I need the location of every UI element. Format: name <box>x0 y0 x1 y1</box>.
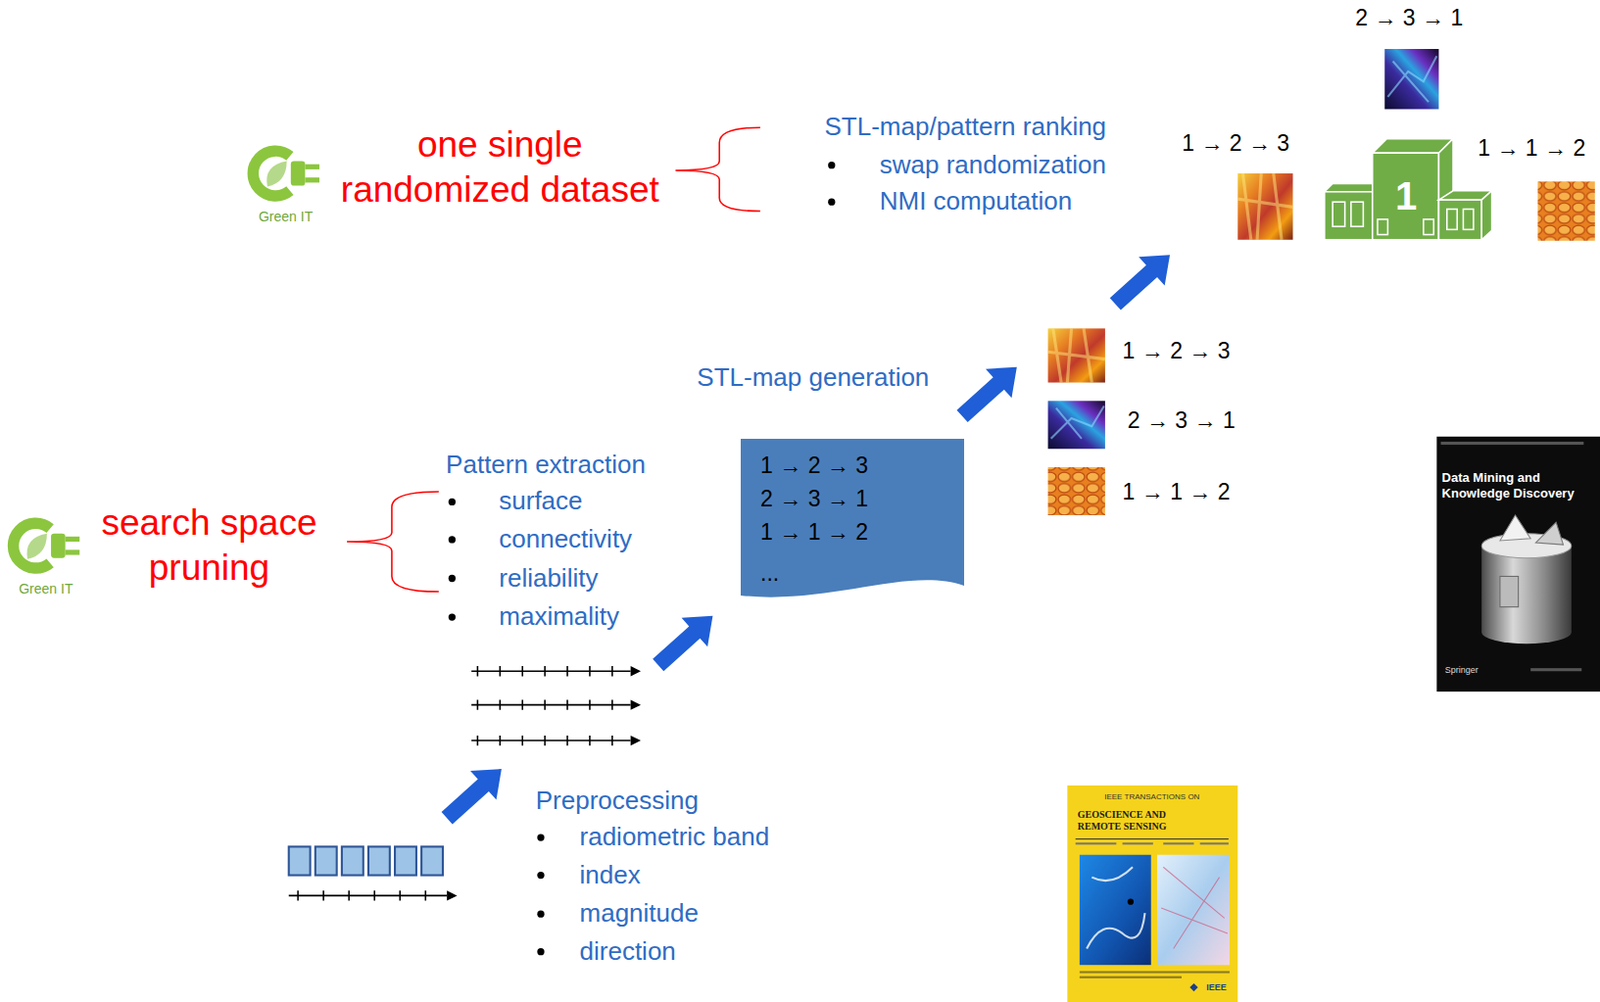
plug-prong <box>304 177 320 183</box>
icon-caption: Green IT <box>258 207 313 225</box>
sequence-label: 1 → 1 → 2 <box>1477 135 1586 163</box>
rank-number: 1 <box>1395 176 1417 216</box>
plug-prong <box>65 536 81 542</box>
plug-prong <box>65 549 81 555</box>
step-item: index <box>580 860 641 891</box>
flow-arrows <box>434 240 1183 832</box>
sequence-text: 1 → 1 → 2 <box>760 515 965 549</box>
step-item: radiometric band <box>580 822 771 853</box>
sequence-label: 1 → 2 → 3 <box>1181 130 1290 158</box>
time-series-axis <box>471 735 641 746</box>
document-outline <box>740 438 965 598</box>
sequence-text: 2 → 3 → 1 <box>760 482 965 516</box>
pattern-thumbnail <box>1237 173 1293 241</box>
step-title: STL-map/pattern ranking <box>824 112 1107 144</box>
flow-arrow <box>1102 240 1183 319</box>
flow-arrow <box>644 601 726 680</box>
bullet-dot <box>827 198 835 206</box>
publisher-name: Springer <box>1445 665 1479 677</box>
green-it-icon <box>252 150 320 196</box>
plug-prong <box>304 164 320 170</box>
pattern-thumbnail <box>1048 400 1106 449</box>
green-it-note: one single randomized dataset <box>331 122 670 214</box>
sequence-text: 1 → 2 → 3 <box>760 448 965 483</box>
curly-brace <box>346 491 439 592</box>
pattern-thumbnail <box>1048 328 1106 383</box>
step-item: maximality <box>498 601 620 632</box>
sequence-label: 2 → 3 → 1 <box>1355 4 1463 33</box>
time-series-axis <box>471 666 641 677</box>
plug-body <box>290 161 306 187</box>
journal-title: Data Mining and Knowledge Discovery <box>1442 469 1590 502</box>
time-series-axes <box>289 666 641 902</box>
step-title: Preprocessing <box>535 785 699 817</box>
step-item: magnitude <box>580 899 699 930</box>
icon-caption: Green IT <box>18 581 73 598</box>
time-series-samples <box>289 846 443 875</box>
bullet-dot <box>448 613 456 621</box>
plug-body <box>50 533 66 559</box>
pattern-thumbnail <box>1384 48 1439 109</box>
time-series-sample <box>341 846 364 875</box>
step-title: Pattern extraction <box>445 449 646 481</box>
journal-cover <box>1066 785 1238 1002</box>
green-it-icon <box>13 523 81 569</box>
bullet-dot <box>448 535 456 543</box>
journal-cover <box>1436 436 1600 692</box>
time-series-axis <box>289 890 458 901</box>
time-series-sample <box>368 846 390 875</box>
step-item: surface <box>498 486 582 518</box>
sequence-label: 1 → 1 → 2 <box>1122 479 1231 507</box>
step-item: connectivity <box>498 524 632 555</box>
podium <box>1324 139 1493 241</box>
step-item: NMI computation <box>879 187 1073 218</box>
step-title: STL-map generation <box>696 363 929 394</box>
bullet-dot <box>536 948 544 956</box>
leaf <box>27 533 48 560</box>
time-series-sample <box>289 846 311 875</box>
flow-arrow <box>434 754 515 833</box>
sequence-label: 1 → 2 → 3 <box>1122 339 1231 367</box>
step-item: swap randomization <box>879 149 1107 181</box>
time-series-sample <box>315 846 338 875</box>
bullet-dot <box>536 833 544 841</box>
time-series-sample <box>421 846 443 875</box>
time-series-sample <box>394 846 417 875</box>
green-it-ring <box>13 523 51 569</box>
bullet-dot <box>448 575 456 582</box>
publisher-name: IEEE <box>1206 982 1227 994</box>
bullet-dot <box>827 161 835 169</box>
step-item: direction <box>580 936 677 968</box>
curly-brace <box>675 127 760 211</box>
step-item: reliability <box>498 563 598 594</box>
bullet-dot <box>536 910 544 918</box>
pattern-thumbnail <box>1537 181 1595 241</box>
time-series-axis <box>471 699 641 710</box>
bullet-dot <box>536 872 544 879</box>
journal-header: IEEE TRANSACTIONS ON <box>1104 793 1200 804</box>
leaf <box>266 161 287 188</box>
green-it-ring <box>252 150 291 196</box>
sequence-text: ... <box>760 556 965 590</box>
green-it-note: search space pruning <box>81 500 337 592</box>
bullet-dot <box>448 498 456 506</box>
journal-title: GEOSCIENCE AND REMOTE SENSING <box>1077 809 1186 833</box>
sequence-label: 2 → 3 → 1 <box>1127 407 1236 436</box>
pattern-thumbnail <box>1048 467 1106 516</box>
sequence-document: 1 → 2 → 32 → 3 → 11 → 1 → 2... <box>740 438 965 600</box>
flow-arrow <box>949 352 1030 432</box>
text-stack: 1 → 2 → 32 → 3 → 11 → 1 → 2... <box>740 438 965 590</box>
